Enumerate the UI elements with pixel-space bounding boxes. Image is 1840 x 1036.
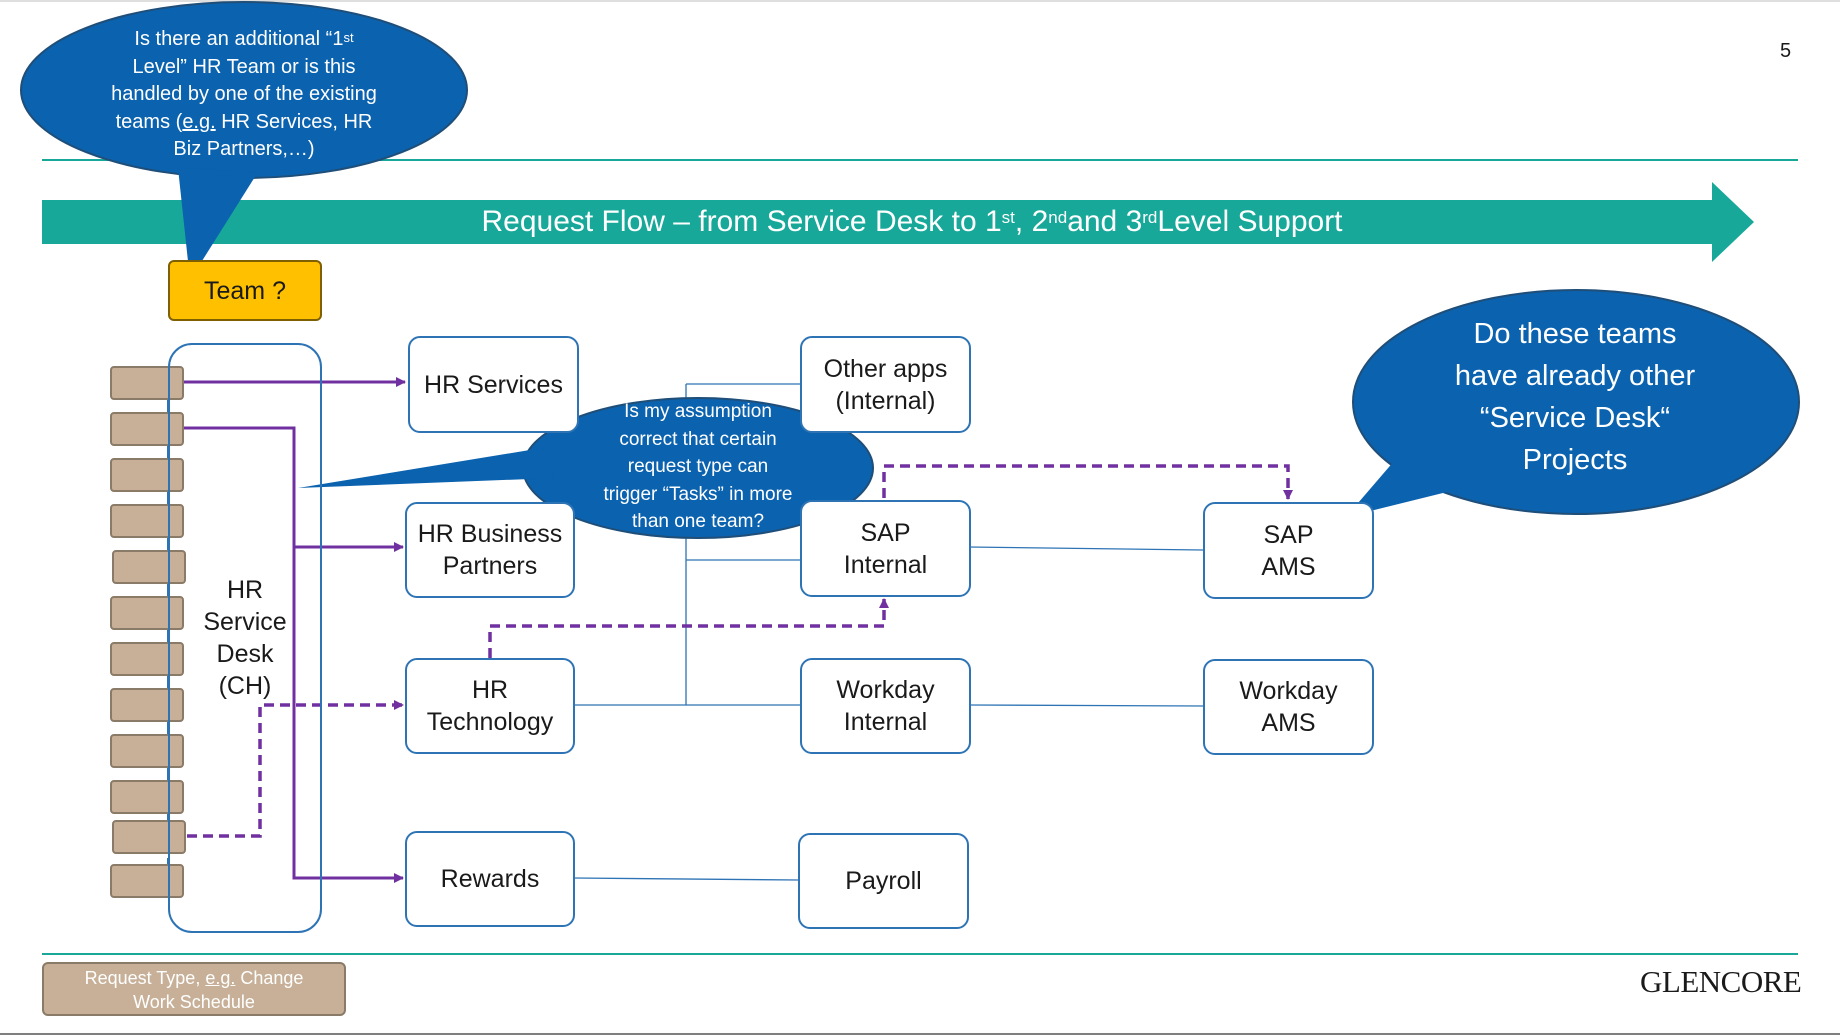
request-type-tab[interactable] xyxy=(110,688,184,722)
request-type-tab[interactable] xyxy=(110,596,184,630)
callout-right-tail xyxy=(1346,460,1455,517)
callout-middle-text: Is my assumption correct that certain re… xyxy=(603,401,793,532)
workday-internal-box[interactable]: Workday Internal xyxy=(800,658,971,754)
dashed-flows xyxy=(187,464,1293,838)
flow-title-part: and 3 xyxy=(1067,205,1143,238)
legend-request-type: Request Type, e.g. Change Work Schedule xyxy=(42,962,346,1016)
request-type-tab[interactable] xyxy=(110,458,184,492)
hr-technology-box[interactable]: HR Technology xyxy=(405,658,575,754)
payroll-box[interactable]: Payroll xyxy=(798,833,969,929)
dashed-flow-to-sap-ams xyxy=(882,464,1293,500)
request-type-tab[interactable] xyxy=(110,642,184,676)
flow-title-part: Request Flow – from Service Desk to 1 xyxy=(481,205,1002,238)
flow-title-sup: st xyxy=(1001,208,1015,227)
glencore-logo: GLENCORE xyxy=(1640,964,1802,999)
request-type-tab[interactable] xyxy=(112,550,186,584)
team-unknown-box[interactable]: Team ? xyxy=(168,260,322,321)
request-type-tab[interactable] xyxy=(112,820,186,854)
connector-payroll xyxy=(573,877,799,881)
page-number: 5 xyxy=(1780,40,1792,62)
callout-shapes xyxy=(20,1,1800,539)
callout-right-shape xyxy=(1352,289,1800,515)
hr-service-desk-label: HR Service Desk (CH) xyxy=(203,576,287,700)
request-type-tab[interactable] xyxy=(110,864,184,898)
sap-internal-box[interactable]: SAP Internal xyxy=(800,500,971,597)
purple-flows xyxy=(184,377,406,883)
connector-workday-ams xyxy=(968,704,1204,707)
dashed-flow-to-hr-technology xyxy=(187,700,404,838)
flow-to-hr-business-partners xyxy=(184,426,404,552)
callout-right-text: Do these teams have already other “Servi… xyxy=(1454,318,1696,476)
request-type-tab[interactable] xyxy=(110,734,184,768)
request-type-tab[interactable] xyxy=(110,366,184,400)
sap-ams-box[interactable]: SAP AMS xyxy=(1203,502,1374,599)
flow-title-sup: rd xyxy=(1142,208,1158,227)
hr-service-desk-box[interactable]: HR Service Desk (CH) xyxy=(168,343,322,933)
connector-sap-ams xyxy=(968,546,1204,551)
callout-top-left-text: Is there an additional “1st Level” HR Te… xyxy=(111,28,377,160)
flow-title-part: , 2 xyxy=(1014,205,1049,238)
rewards-box[interactable]: Rewards xyxy=(405,831,575,927)
callout-top-left-tail xyxy=(178,168,258,280)
flow-title-part: Level Support xyxy=(1157,205,1343,238)
other-apps-box[interactable]: Other apps (Internal) xyxy=(800,336,971,433)
hr-business-partners-box[interactable]: HR Business Partners xyxy=(405,502,575,598)
flow-to-rewards xyxy=(292,547,404,883)
request-flow-band xyxy=(42,182,1754,262)
flow-title-sup: nd xyxy=(1048,208,1068,227)
hr-services-box[interactable]: HR Services xyxy=(408,336,579,433)
request-type-tab[interactable] xyxy=(110,504,184,538)
workday-ams-box[interactable]: Workday AMS xyxy=(1203,659,1374,755)
dashed-flow-to-sap-internal xyxy=(488,598,889,658)
request-type-tab[interactable] xyxy=(110,780,184,814)
request-type-tab[interactable] xyxy=(110,412,184,446)
callout-middle-tail xyxy=(298,448,555,488)
